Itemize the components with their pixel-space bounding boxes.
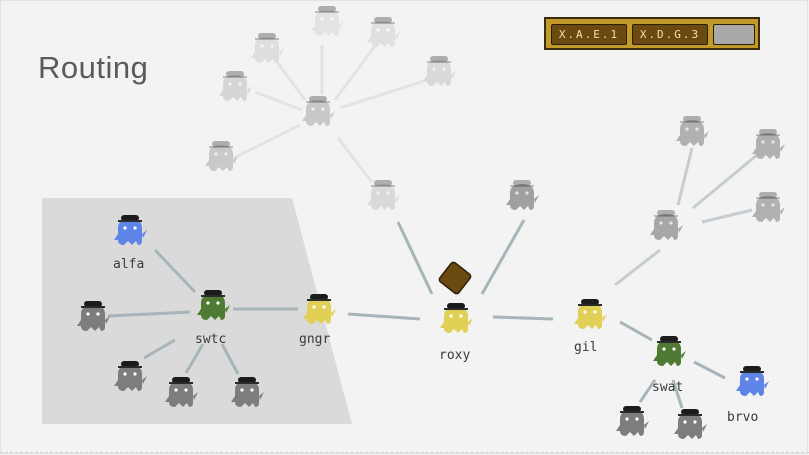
node-body xyxy=(371,184,395,210)
node-faded-icon xyxy=(311,6,344,36)
hat-icon xyxy=(447,303,465,309)
hat-icon xyxy=(513,180,531,186)
label-swtc: swtc xyxy=(195,332,226,347)
hat-icon xyxy=(683,116,701,122)
hat-icon xyxy=(374,180,392,186)
node-body xyxy=(740,370,764,396)
label-roxy: roxy xyxy=(439,348,470,363)
hat-icon xyxy=(212,141,230,147)
node-alfa-icon xyxy=(114,215,147,245)
hat-icon xyxy=(743,366,761,372)
address-cell-3 xyxy=(713,24,755,45)
address-bar: X.A.E.1 X.D.G.3 xyxy=(544,17,760,50)
node-gray-icon xyxy=(165,377,198,407)
node-light-icon xyxy=(506,180,539,210)
node-faded-icon xyxy=(423,56,456,86)
hat-icon xyxy=(84,301,102,307)
node-light-icon xyxy=(676,116,709,146)
hat-icon xyxy=(258,33,276,39)
node-gray-icon xyxy=(616,406,649,436)
node-gray-icon xyxy=(674,409,707,439)
node-body xyxy=(169,381,193,407)
label-swat: swat xyxy=(652,380,683,395)
node-light-icon xyxy=(650,210,683,240)
node-body xyxy=(306,100,330,126)
node-faded-icon xyxy=(219,71,252,101)
label-gngr: gngr xyxy=(299,332,330,347)
hat-icon xyxy=(121,361,139,367)
node-body xyxy=(81,305,105,331)
node-body xyxy=(654,214,678,240)
page-title: Routing xyxy=(38,50,149,85)
node-body xyxy=(255,37,279,63)
hat-icon xyxy=(172,377,190,383)
node-faded-icon xyxy=(205,141,238,171)
node-body xyxy=(510,184,534,210)
hat-icon xyxy=(759,192,777,198)
node-body xyxy=(680,120,704,146)
node-body xyxy=(371,21,395,47)
label-alfa: alfa xyxy=(113,257,144,272)
hat-icon xyxy=(657,210,675,216)
node-body xyxy=(315,10,339,36)
node-body xyxy=(620,410,644,436)
node-gray-icon xyxy=(77,301,110,331)
node-body xyxy=(756,133,780,159)
faded-edges xyxy=(229,41,434,183)
node-faded-icon xyxy=(251,33,284,63)
node-swtc-icon xyxy=(197,290,230,320)
node-body xyxy=(678,413,702,439)
label-brvo: brvo xyxy=(727,410,758,425)
hat-icon xyxy=(204,290,222,296)
node-body xyxy=(209,145,233,171)
node-brvo-icon xyxy=(736,366,769,396)
node-light-icon xyxy=(367,180,400,210)
node-body xyxy=(307,298,331,324)
node-faded-icon xyxy=(367,17,400,47)
node-body xyxy=(118,365,142,391)
hat-icon xyxy=(581,299,599,305)
bottom-divider xyxy=(0,452,809,453)
node-body xyxy=(657,340,681,366)
hat-icon xyxy=(623,406,641,412)
node-swat-icon xyxy=(653,336,686,366)
hat-icon xyxy=(310,294,328,300)
node-roxy-icon xyxy=(440,303,473,333)
hat-icon xyxy=(430,56,448,62)
address-cell-1: X.A.E.1 xyxy=(551,24,627,45)
node-body xyxy=(235,381,259,407)
node-body xyxy=(201,294,225,320)
node-light-icon xyxy=(752,192,785,222)
node-body xyxy=(427,60,451,86)
hat-icon xyxy=(759,129,777,135)
node-body xyxy=(444,307,468,333)
hat-icon xyxy=(374,17,392,23)
network-edges xyxy=(107,219,726,409)
hat-icon xyxy=(121,215,139,221)
node-body xyxy=(756,196,780,222)
hat-icon xyxy=(318,6,336,12)
node-gngr-icon xyxy=(303,294,336,324)
node-light-icon xyxy=(752,129,785,159)
hat-icon xyxy=(226,71,244,77)
node-gray-icon xyxy=(231,377,264,407)
node-gray-icon xyxy=(114,361,147,391)
hat-icon xyxy=(309,96,327,102)
node-gil-icon xyxy=(574,299,607,329)
right-faded-edges xyxy=(614,147,758,287)
address-cell-2: X.D.G.3 xyxy=(632,24,708,45)
packet-envelope xyxy=(438,261,472,295)
node-body xyxy=(578,303,602,329)
label-gil: gil xyxy=(574,340,597,355)
hat-icon xyxy=(660,336,678,342)
node-faded-icon xyxy=(302,96,335,126)
hat-icon xyxy=(238,377,256,383)
node-body xyxy=(223,75,247,101)
node-body xyxy=(118,219,142,245)
hat-icon xyxy=(681,409,699,415)
